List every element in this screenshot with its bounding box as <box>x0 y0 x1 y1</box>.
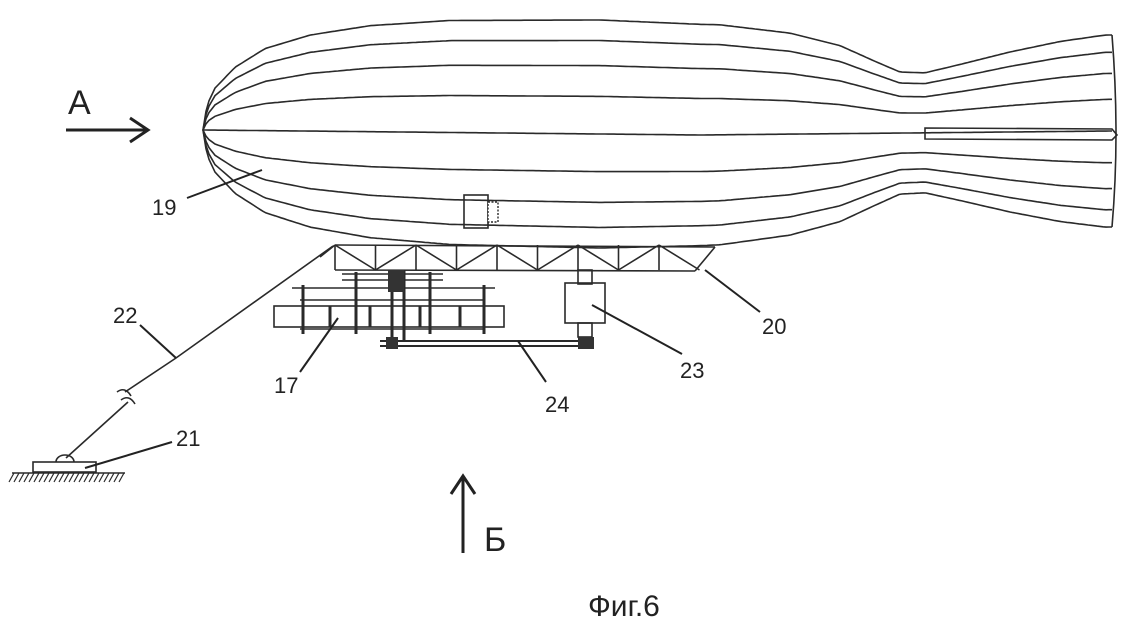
ground-hatch <box>114 473 119 482</box>
ground-anchor <box>9 455 125 482</box>
hull-seam-line <box>203 130 1112 228</box>
ground-hatch <box>19 473 24 482</box>
truss-diagonal <box>538 245 579 270</box>
ground-hatch <box>74 473 79 482</box>
callout-20: 20 <box>762 314 786 339</box>
ground-hatch <box>39 473 44 482</box>
gear-icon <box>488 202 498 222</box>
motor-unit <box>565 270 605 337</box>
drive-shaft <box>380 337 594 349</box>
truss-diagonal <box>416 245 457 270</box>
ground-hatch <box>89 473 94 482</box>
tail-fin <box>925 128 1117 140</box>
ground-hatch <box>119 473 124 482</box>
ground-hatch <box>9 473 14 482</box>
truss-diagonal <box>659 245 700 270</box>
ground-hatch <box>94 473 99 482</box>
callout-17: 17 <box>274 373 298 398</box>
leader-lines <box>85 170 760 468</box>
hull-outline <box>203 20 1112 130</box>
rotor-assembly <box>274 270 504 340</box>
hull-seam-line <box>203 96 1112 131</box>
callout-23: 23 <box>680 358 704 383</box>
view-label-a: А <box>68 84 91 122</box>
ground-hatch <box>64 473 69 482</box>
truss-diagonal <box>335 245 376 270</box>
truss-diagonal <box>457 245 498 270</box>
truss-diagonal <box>619 245 660 270</box>
truss-diagonal <box>497 245 538 270</box>
ground-hatch <box>59 473 64 482</box>
ground-hatch <box>44 473 49 482</box>
ground-hatch <box>34 473 39 482</box>
truss-end <box>695 247 715 271</box>
ground-hatch <box>79 473 84 482</box>
truss-frame <box>320 245 715 271</box>
hull-seam-line <box>203 130 1112 135</box>
airship-hull <box>203 20 1116 248</box>
ground-hatch <box>104 473 109 482</box>
hull-seam-line <box>203 41 1112 131</box>
callout-22: 22 <box>113 303 137 328</box>
view-label-b: Б <box>484 521 506 559</box>
callout-24: 24 <box>545 392 569 417</box>
ground-hatch <box>49 473 54 482</box>
ground-hatch <box>29 473 34 482</box>
ground-hatch <box>24 473 29 482</box>
ground-hatch <box>99 473 104 482</box>
hull-outline <box>203 130 1112 248</box>
tether-lower <box>66 402 128 458</box>
ground-hatch <box>109 473 114 482</box>
ground-hatch <box>84 473 89 482</box>
ground-hatch <box>54 473 59 482</box>
truss-diagonal <box>376 245 417 270</box>
figure-caption: Фиг.6 <box>588 590 660 623</box>
hull-seam-line <box>203 130 1112 172</box>
callout-19: 19 <box>152 195 176 220</box>
ground-hatch <box>69 473 74 482</box>
view-arrow-b <box>451 476 475 553</box>
ground-hatch <box>14 473 19 482</box>
callout-21: 21 <box>176 426 200 451</box>
